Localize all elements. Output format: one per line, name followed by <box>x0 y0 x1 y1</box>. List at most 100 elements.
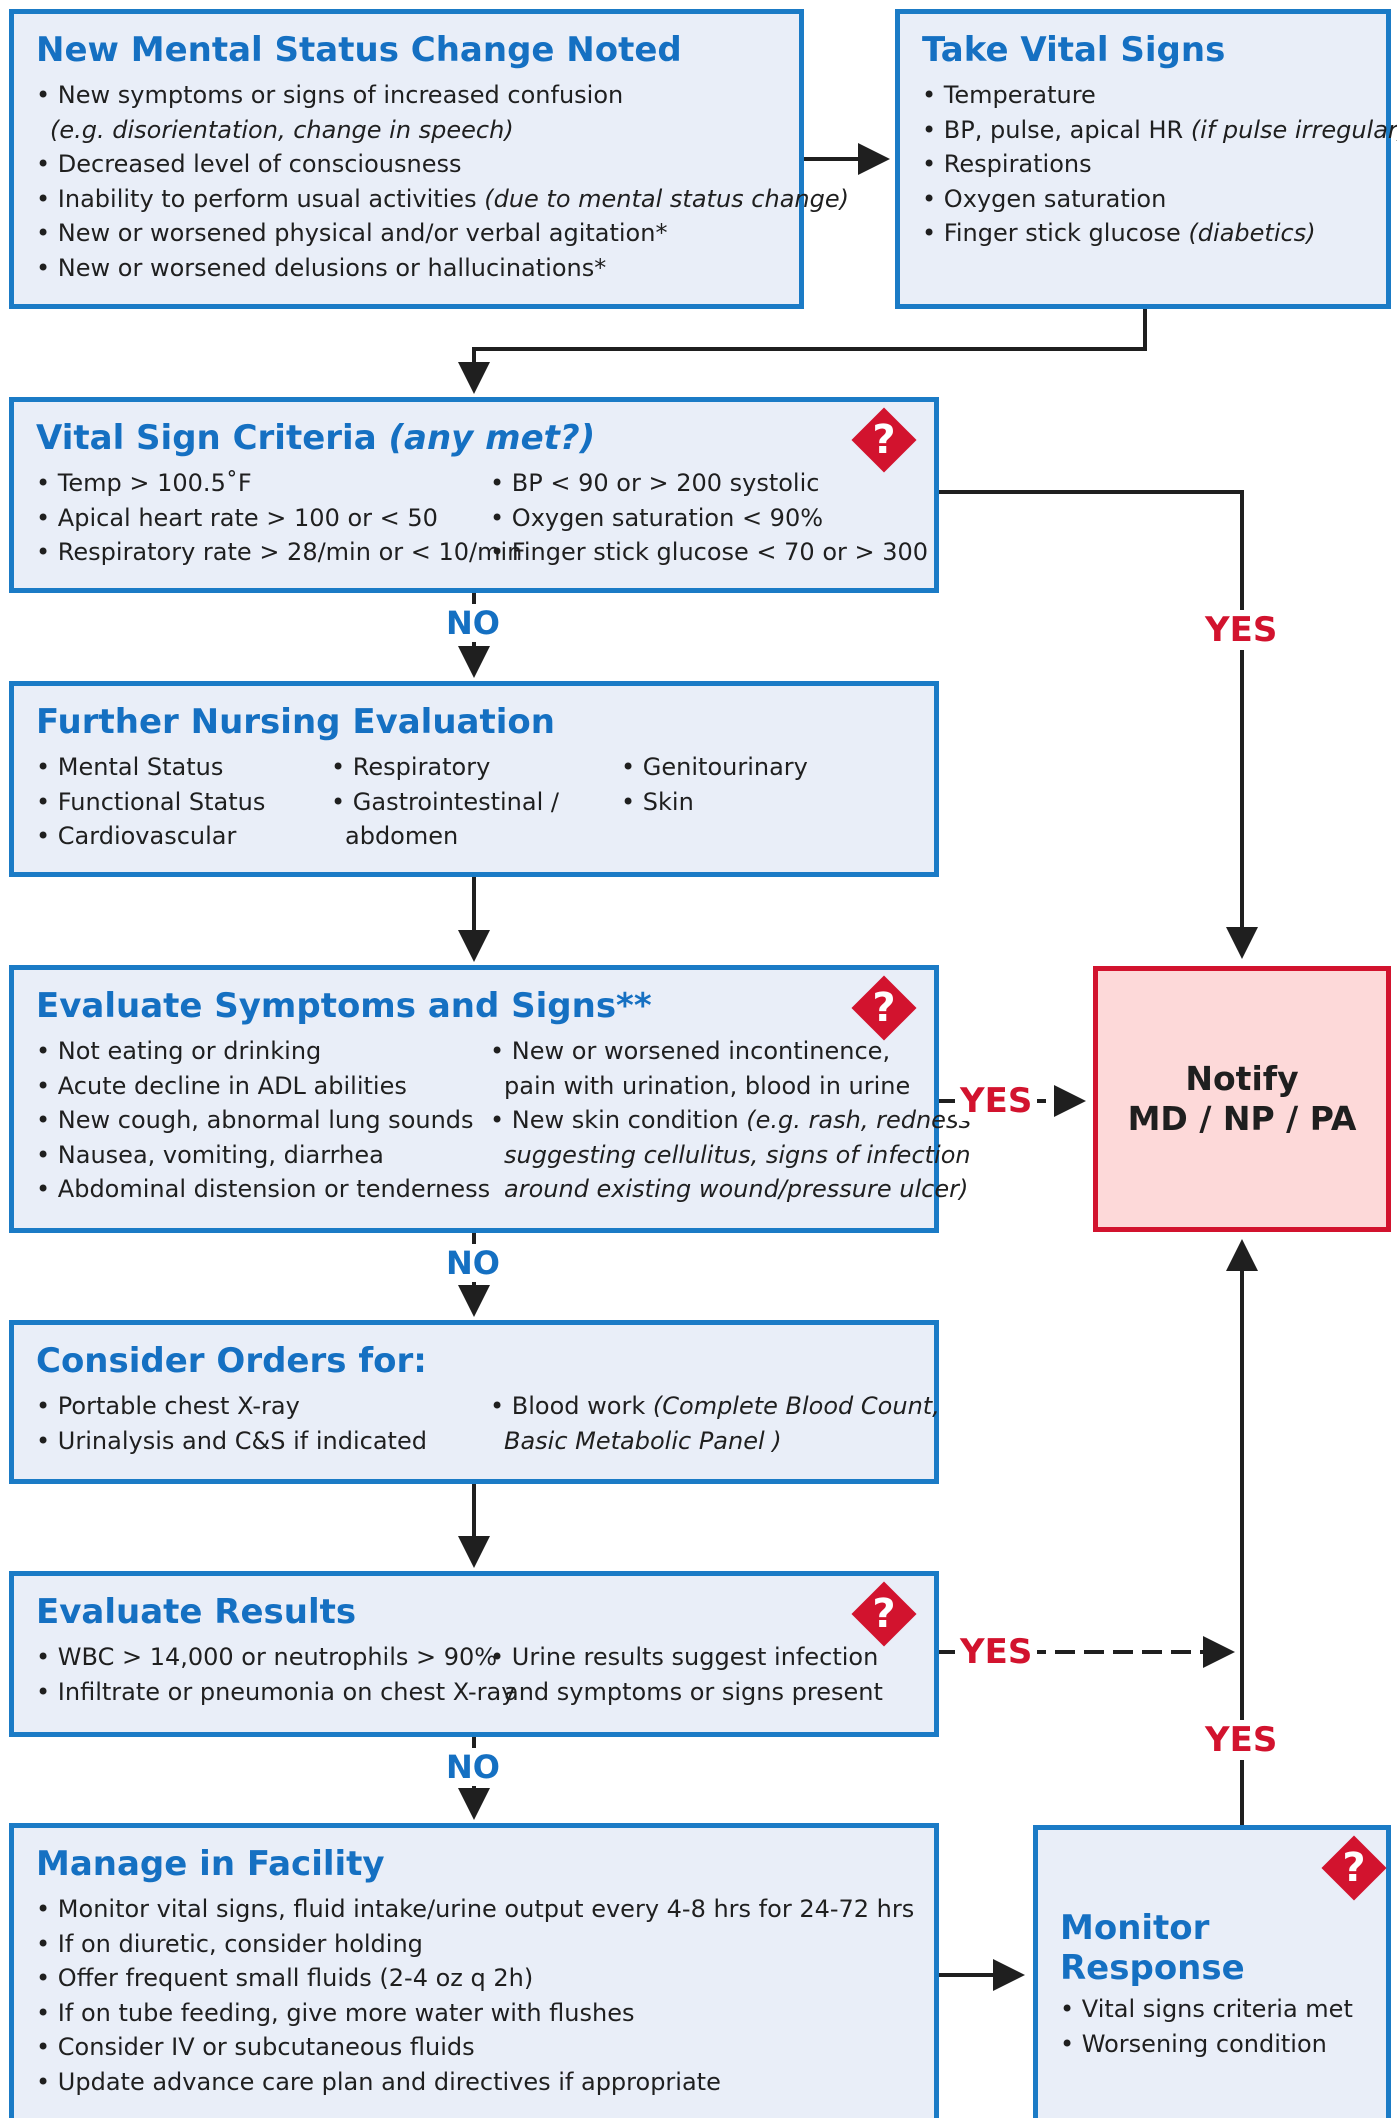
list-item: Apical heart rate > 100 or < 50 <box>36 501 522 536</box>
monitor-response-list: Vital signs criteria met Worsening condi… <box>1060 1992 1353 2061</box>
manage-in-facility-title: Manage in Facility <box>36 1844 385 1884</box>
evaluate-symptoms-left-list: Not eating or drinking Acute decline in … <box>36 1034 490 1207</box>
list-item: If on tube feeding, give more water with… <box>36 1996 914 2031</box>
vital-sign-criteria-title-text: Vital Sign Criteria <box>36 418 377 458</box>
take-vital-signs-list: Temperature BP, pulse, apical HR (if pul… <box>922 78 1397 251</box>
list-item: Oxygen saturation <box>922 182 1397 217</box>
list-item: Urine results suggest infection <box>490 1640 883 1675</box>
list-item: Oxygen saturation < 90% <box>490 501 928 536</box>
list-item: Monitor vital signs, fluid intake/urine … <box>36 1892 914 1927</box>
list-item-continued: pain with urination, blood in urine <box>504 1071 911 1100</box>
list-item: WBC > 14,000 or neutrophils > 90% <box>36 1640 515 1675</box>
list-item: BP, pulse, apical HR (if pulse irregular… <box>922 113 1397 148</box>
consider-orders-title: Consider Orders for: <box>36 1341 427 1381</box>
mental-status-change-list: New symptoms or signs of increased confu… <box>36 78 849 286</box>
evaluate-results-box: Evaluate Results ? WBC > 14,000 or neutr… <box>9 1571 939 1737</box>
list-item-note: (Complete Blood Count, <box>652 1392 940 1420</box>
further-nursing-evaluation-box: Further Nursing Evaluation Mental Status… <box>9 681 939 877</box>
evaluate-results-title: Evaluate Results <box>36 1592 357 1632</box>
list-item: Skin <box>621 785 808 820</box>
question-mark-glyph: ? <box>1342 1845 1366 1891</box>
list-item: Nausea, vomiting, diarrhea <box>36 1138 490 1173</box>
list-item: Consider IV or subcutaneous fluids <box>36 2030 914 2065</box>
list-item: BP < 90 or > 200 systolic <box>490 466 928 501</box>
list-item: Abdominal distension or tenderness <box>36 1172 490 1207</box>
consider-orders-right-list: Blood work (Complete Blood Count, Basic … <box>490 1389 940 1458</box>
list-item: Infiltrate or pneumonia on chest X-ray <box>36 1675 516 1710</box>
evaluate-symptoms-title: Evaluate Symptoms and Signs** <box>36 986 652 1026</box>
no-label-results: NO <box>442 1748 504 1786</box>
take-vital-signs-title: Take Vital Signs <box>922 30 1226 70</box>
list-item: Respirations <box>922 147 1397 182</box>
mental-status-change-box: New Mental Status Change Noted New sympt… <box>9 9 849 309</box>
list-item: Temp > 100.5˚F <box>36 466 522 501</box>
list-item-note: Basic Metabolic Panel ) <box>504 1426 782 1455</box>
list-item: New or worsened delusions or hallucinati… <box>36 251 849 286</box>
list-item: Worsening condition <box>1060 2027 1353 2062</box>
list-item-note: (diabetics) <box>1188 219 1316 248</box>
list-item: Genitourinary <box>621 750 808 785</box>
list-item: Vital signs criteria met <box>1060 1992 1353 2027</box>
list-item: Temperature <box>922 78 1397 113</box>
evaluate-results-right-list: Urine results suggest infection and symp… <box>490 1640 883 1709</box>
list-item: Blood work (Complete Blood Count, <box>490 1389 940 1424</box>
list-item-text: BP, pulse, apical HR <box>943 115 1184 144</box>
evaluate-results-left-list: WBC > 14,000 or neutrophils > 90% Infilt… <box>36 1640 516 1710</box>
arrow-vitals-to-criteria <box>458 308 1147 394</box>
evaluate-symptoms-box: Evaluate Symptoms and Signs** ? Not eati… <box>9 965 971 1233</box>
nursing-evaluation-col-3: Genitourinary Skin <box>621 750 808 819</box>
mental-status-change-title: New Mental Status Change Noted <box>36 30 682 70</box>
yes-label-vital-criteria: YES <box>1200 610 1283 650</box>
yes-label-symptoms: YES <box>955 1081 1038 1121</box>
yes-label-monitor: YES <box>1200 1720 1283 1760</box>
vital-sign-criteria-left-list: Temp > 100.5˚F Apical heart rate > 100 o… <box>36 466 523 570</box>
list-item-note: suggesting cellulitus, signs of infectio… <box>504 1140 971 1169</box>
vital-sign-criteria-box: Vital Sign Criteria (any met?) ? Temp > … <box>9 397 939 593</box>
vital-sign-criteria-title: Vital Sign Criteria (any met?) <box>36 418 595 458</box>
list-item-continued: abdomen <box>345 822 459 851</box>
take-vital-signs-box: Take Vital Signs Temperature BP, pulse, … <box>895 9 1397 309</box>
no-label-vital-criteria: NO <box>442 604 504 642</box>
list-item: New or worsened physical and/or verbal a… <box>36 216 849 251</box>
list-item: New cough, abnormal lung sounds <box>36 1103 490 1138</box>
list-item: Inability to perform usual activities (d… <box>36 182 849 217</box>
list-item: New skin condition (e.g. rash, redness <box>490 1103 971 1138</box>
list-item-note: around existing wound/pressure ulcer) <box>504 1175 969 1204</box>
further-nursing-evaluation-title: Further Nursing Evaluation <box>36 702 555 742</box>
question-mark-glyph: ? <box>872 1591 896 1637</box>
consider-orders-left-list: Portable chest X-ray Urinalysis and C&S … <box>36 1389 427 1458</box>
question-mark-glyph: ? <box>872 417 896 463</box>
list-item: Finger stick glucose (diabetics) <box>922 216 1397 251</box>
list-item: Portable chest X-ray <box>36 1389 427 1424</box>
notify-label: Notify <box>1185 1059 1299 1098</box>
list-item: New or worsened incontinence, <box>490 1034 971 1069</box>
list-item: Mental Status <box>36 750 265 785</box>
list-item-note: (if pulse irregular) <box>1190 115 1397 144</box>
list-item: Respiratory <box>331 750 559 785</box>
question-mark-glyph: ? <box>872 985 896 1031</box>
list-item-text: New skin condition <box>511 1106 739 1135</box>
manage-in-facility-list: Monitor vital signs, fluid intake/urine … <box>36 1892 914 2100</box>
list-item-text: Blood work <box>511 1392 646 1420</box>
notify-recipients: MD / NP / PA <box>1127 1099 1357 1138</box>
nursing-evaluation-col-2: Respiratory Gastrointestinal / abdomen <box>331 750 559 854</box>
list-item-text: Inability to perform usual activities <box>57 184 477 213</box>
list-item: New symptoms or signs of increased confu… <box>36 78 849 113</box>
vital-sign-criteria-title-question: (any met?) <box>388 418 596 458</box>
list-item: Offer frequent small fluids (2-4 oz q 2h… <box>36 1961 914 1996</box>
list-item: Not eating or drinking <box>36 1034 490 1069</box>
list-item: Respiratory rate > 28/min or < 10/min <box>36 535 523 570</box>
notify-provider-box: Notify MD / NP / PA <box>1093 966 1391 1232</box>
list-item: If on diuretic, consider holding <box>36 1927 914 1962</box>
list-item-note: (due to mental status change) <box>484 184 849 213</box>
list-item: Cardiovascular <box>36 819 265 854</box>
evaluate-symptoms-right-list: New or worsened incontinence, pain with … <box>490 1034 971 1207</box>
list-item: Update advance care plan and directives … <box>36 2065 914 2100</box>
list-item: Finger stick glucose < 70 or > 300 <box>490 535 928 570</box>
arrow-criteria-yes-to-notify <box>939 490 1258 959</box>
vital-sign-criteria-right-list: BP < 90 or > 200 systolic Oxygen saturat… <box>490 466 928 570</box>
monitor-response-title-line-2: Response <box>1060 1948 1245 1988</box>
